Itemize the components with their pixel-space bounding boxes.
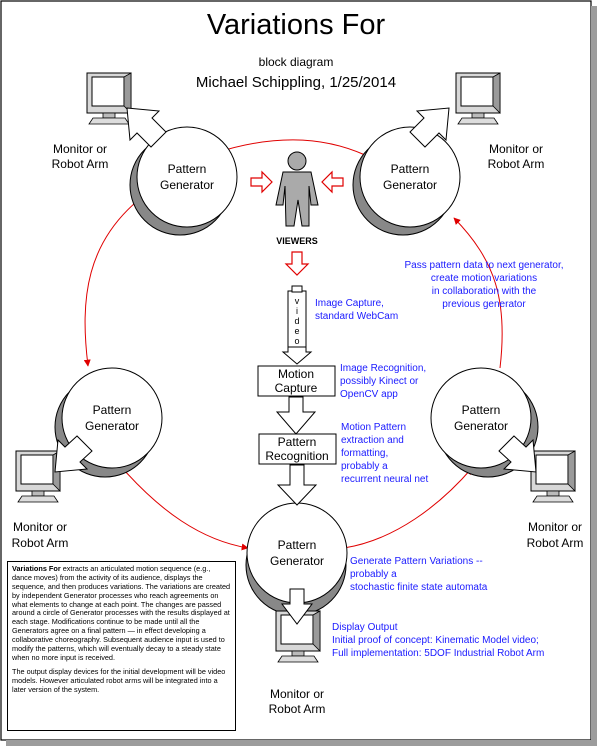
flow-cycle xyxy=(83,139,503,551)
viewer-input-arrow-right xyxy=(321,170,344,194)
monitor-label-mid-right-line1: Monitor or xyxy=(528,520,582,534)
monitor-label-mid-right-line2: Robot Arm xyxy=(527,536,584,550)
description-text-1: extracts an articulated motion sequence … xyxy=(12,564,231,662)
monitor-label-bottom-line1: Monitor or xyxy=(270,687,324,701)
generator-top-right: Pattern Generator xyxy=(352,126,461,236)
generator-label-line2: Generator xyxy=(85,419,139,433)
flow-arrow-topright-to-topleft xyxy=(211,139,366,156)
motion-capture-line1: Motion xyxy=(278,367,314,381)
output-arrow-top-right xyxy=(409,107,450,148)
generator-label-line2: Generator xyxy=(160,178,214,192)
output-arrow-mid-right xyxy=(498,435,537,473)
video-letter: d xyxy=(294,316,299,326)
viewer-figure xyxy=(275,151,319,227)
pattern-recognition-line1: Pattern xyxy=(278,435,317,449)
note-display-output-line2: Initial proof of concept: Kinematic Mode… xyxy=(332,635,539,646)
note-motion-pattern-line2: extraction and xyxy=(341,435,404,446)
note-image-capture-line2: standard WebCam xyxy=(315,311,398,322)
output-arrow-top-left xyxy=(126,107,167,148)
video-arrow xyxy=(281,346,313,365)
monitor-label-bottom-line2: Robot Arm xyxy=(269,702,326,716)
note-image-recognition-line2: possibly Kinect or xyxy=(340,376,419,387)
disk-face xyxy=(136,126,238,228)
monitor-label-top-right-line2: Robot Arm xyxy=(488,157,545,171)
disk-face xyxy=(430,367,532,469)
video-letter: i xyxy=(296,306,298,316)
disk-face xyxy=(61,367,163,469)
note-pass-pattern-line3: in collaboration with the xyxy=(432,286,537,297)
viewer-head xyxy=(287,151,307,171)
monitor-label-top-right-line1: Monitor or xyxy=(489,142,543,156)
generator-bottom: Pattern Generator xyxy=(245,502,348,616)
note-generate-variations-line2: probably a xyxy=(350,569,397,580)
note-pass-pattern-line4: previous generator xyxy=(442,299,526,310)
note-motion-pattern-line3: formatting, xyxy=(341,448,388,459)
viewers-label: VIEWERS xyxy=(276,236,318,246)
pattern-recognition-box xyxy=(258,433,337,465)
flow-arrow-midright-to-topright xyxy=(453,217,503,369)
disk-face xyxy=(359,126,461,228)
video-letter: o xyxy=(294,336,299,346)
video-letter: e xyxy=(294,326,299,336)
flow-arrow-bottom-to-midright xyxy=(343,467,473,549)
note-motion-pattern-line5: recurrent neural net xyxy=(341,474,428,485)
note-motion-pattern-line1: Motion Pattern xyxy=(341,422,406,433)
note-pass-pattern-line1: Pass pattern data to next generator, xyxy=(405,260,564,271)
note-display-output-line1: Display Output xyxy=(332,622,398,633)
video-stream-tab xyxy=(291,285,303,293)
output-arrow-mid-left xyxy=(54,435,93,473)
diagram-subtitle: block diagram xyxy=(259,55,334,69)
generator-label-line1: Pattern xyxy=(93,403,132,417)
recognition-to-generator-arrow xyxy=(276,464,318,506)
note-pass-pattern-line2: create motion variations xyxy=(431,273,537,284)
description-paragraph-2: The output display devices for the initi… xyxy=(12,666,226,694)
output-arrow-bottom xyxy=(281,588,313,625)
description-paragraph-1: Variations For extracts an articulated m… xyxy=(12,564,231,663)
flow-arrow-topleft-to-midleft xyxy=(83,193,147,367)
generator-label-line2: Generator xyxy=(270,554,324,568)
capture-to-recognition-arrow xyxy=(275,396,317,435)
generator-top-left: Pattern Generator xyxy=(129,126,238,236)
monitor-label-mid-left-line1: Monitor or xyxy=(13,520,67,534)
note-motion-pattern-line4: probably a xyxy=(341,461,388,472)
motion-capture-line2: Capture xyxy=(275,381,318,395)
flow-arrow-midleft-to-bottom xyxy=(123,469,249,551)
video-letter: v xyxy=(295,296,300,306)
monitor-label-top-left-line1: Monitor or xyxy=(53,142,107,156)
motion-capture-box xyxy=(257,365,336,397)
note-generate-variations-line3: stochastic finite state automata xyxy=(350,582,488,593)
monitor-label-mid-left-line2: Robot Arm xyxy=(12,536,69,550)
viewer-input-arrow-left xyxy=(250,170,273,194)
generator-label-line1: Pattern xyxy=(278,538,317,552)
monitor-label-top-left-line2: Robot Arm xyxy=(52,157,109,171)
generator-label-line2: Generator xyxy=(454,419,508,433)
disk-face xyxy=(246,502,348,604)
description-lead: Variations For xyxy=(12,564,61,573)
description-box: Variations For extracts an articulated m… xyxy=(7,561,236,731)
note-image-capture-line1: Image Capture, xyxy=(315,298,384,309)
diagram-title: Variations For xyxy=(207,9,386,41)
output-arrows xyxy=(54,107,537,625)
note-display-output-line3: Full implementation: 5DOF Industrial Rob… xyxy=(332,648,544,659)
pattern-recognition-line2: Recognition xyxy=(265,449,328,463)
generator-label-line2: Generator xyxy=(383,178,437,192)
note-image-recognition-line3: OpenCV app xyxy=(340,389,398,400)
generator-label-line1: Pattern xyxy=(391,162,430,176)
note-image-recognition-line1: Image Recognition, xyxy=(340,363,426,374)
viewer-output-arrow xyxy=(284,251,310,276)
note-generate-variations-line1: Generate Pattern Variations -- xyxy=(350,556,483,567)
generator-label-line1: Pattern xyxy=(168,162,207,176)
viewer-body xyxy=(275,171,319,227)
author-line: Michael Schippling, 1/25/2014 xyxy=(196,74,396,91)
generator-label-line1: Pattern xyxy=(462,403,501,417)
